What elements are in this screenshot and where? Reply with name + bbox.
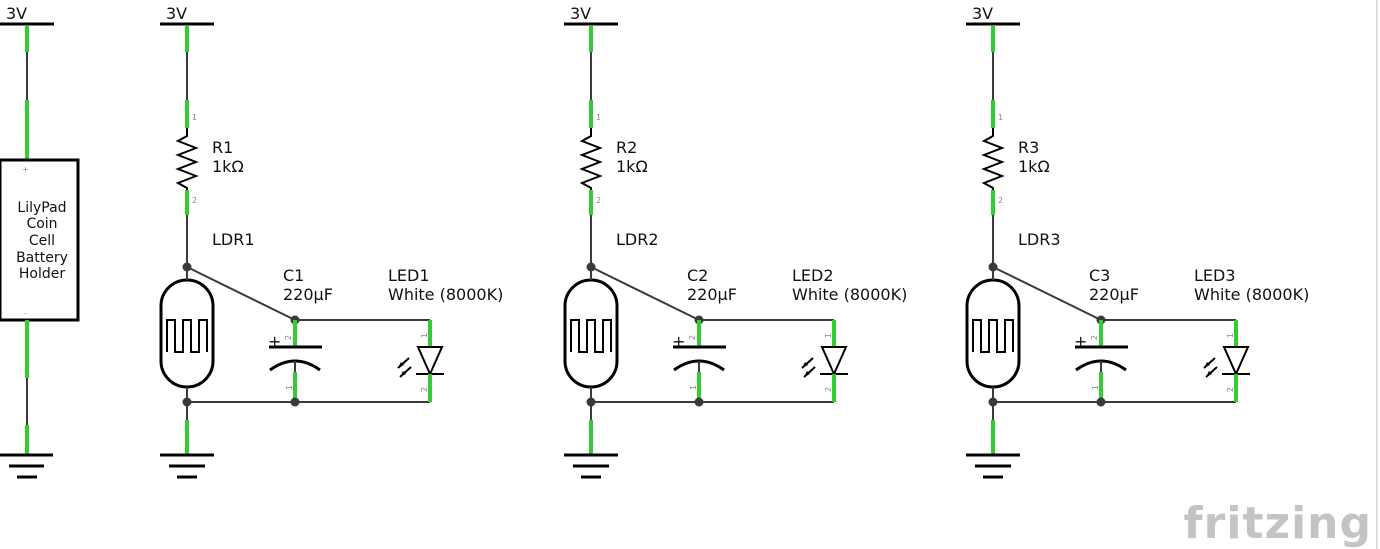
battery-label-line: Holder bbox=[19, 266, 65, 282]
led-pin-2: 2 bbox=[824, 387, 833, 392]
supply-label: 3V bbox=[972, 4, 993, 23]
supply-symbol: 3V bbox=[160, 4, 214, 26]
capacitor-value: 220µF bbox=[687, 285, 737, 304]
supply-symbol: 3V bbox=[564, 4, 618, 26]
battery-label-line: LilyPad bbox=[17, 200, 66, 216]
ground-symbol bbox=[966, 453, 1020, 479]
ldr-symbol bbox=[965, 278, 1021, 389]
led-ref: LED3 bbox=[1194, 266, 1236, 285]
capacitor-pin-2: 2 bbox=[284, 335, 293, 340]
ldr-symbol bbox=[563, 278, 619, 389]
led-value: White (8000K) bbox=[792, 285, 907, 304]
circuit-channel-1: 3V 1 2 R1 1kΩ LDR1 C1 220µF bbox=[159, 4, 503, 479]
capacitor-polarity: + bbox=[672, 332, 685, 351]
fritzing-watermark: fritzing bbox=[1184, 498, 1372, 549]
circuit-channel-3: 3V 1 2 R3 1kΩ LDR3 C3 220µF bbox=[965, 4, 1309, 479]
supply-label: 3V bbox=[166, 4, 187, 23]
led-pin-1: 1 bbox=[1226, 333, 1235, 338]
capacitor-pin-2: 2 bbox=[688, 335, 697, 340]
resistor-value: 1kΩ bbox=[616, 157, 648, 176]
resistor-ref: R1 bbox=[212, 138, 233, 157]
ldr-ref: LDR1 bbox=[212, 230, 255, 249]
resistor-pin-1: 1 bbox=[596, 113, 601, 122]
battery-pin-minus: - bbox=[24, 309, 27, 318]
battery-label-line: Cell bbox=[29, 233, 55, 249]
resistor-symbol bbox=[579, 128, 603, 190]
resistor-value: 1kΩ bbox=[1018, 157, 1050, 176]
battery-supply-symbol: 3V bbox=[0, 4, 54, 26]
led-symbol bbox=[397, 346, 444, 378]
ldr-symbol bbox=[159, 278, 215, 389]
led-symbol bbox=[801, 346, 848, 378]
led-value: White (8000K) bbox=[1194, 285, 1309, 304]
battery-holder bbox=[0, 158, 80, 322]
led-value: White (8000K) bbox=[388, 285, 503, 304]
capacitor-pin-1: 1 bbox=[689, 385, 698, 390]
capacitor-value: 220µF bbox=[283, 285, 333, 304]
resistor-pin-2: 2 bbox=[596, 196, 601, 205]
resistor-pin-1: 1 bbox=[192, 113, 197, 122]
capacitor-ref: C1 bbox=[283, 266, 304, 285]
resistor-value: 1kΩ bbox=[212, 157, 244, 176]
led-ref: LED1 bbox=[388, 266, 430, 285]
capacitor-ref: C2 bbox=[687, 266, 708, 285]
supply-symbol: 3V bbox=[966, 4, 1020, 26]
ldr-ref: LDR2 bbox=[616, 230, 659, 249]
battery-label-line: Coin bbox=[26, 216, 57, 232]
battery-pin-plus: + bbox=[22, 165, 29, 174]
capacitor-polarity: + bbox=[268, 332, 281, 351]
led-symbol bbox=[1203, 346, 1250, 378]
capacitor-pin-1: 1 bbox=[285, 385, 294, 390]
ground-symbol bbox=[564, 453, 618, 479]
ground-symbol bbox=[160, 453, 214, 479]
resistor-pin-2: 2 bbox=[998, 196, 1003, 205]
led-pin-1: 1 bbox=[824, 333, 833, 338]
capacitor-ref: C3 bbox=[1089, 266, 1110, 285]
resistor-ref: R2 bbox=[616, 138, 637, 157]
led-pin-2: 2 bbox=[1226, 387, 1235, 392]
circuit-channel-2: 3V 1 2 R2 1kΩ LDR2 C2 220µF bbox=[563, 4, 907, 479]
resistor-pin-1: 1 bbox=[998, 113, 1003, 122]
battery-label-line: Battery bbox=[16, 250, 68, 266]
capacitor-pin-1: 1 bbox=[1091, 385, 1100, 390]
capacitor-polarity: + bbox=[1074, 332, 1087, 351]
led-pin-1: 1 bbox=[420, 333, 429, 338]
resistor-symbol bbox=[175, 128, 199, 190]
battery-block: 3V + - LilyPad Coin Cell Battery Holder bbox=[0, 4, 80, 479]
ldr-ref: LDR3 bbox=[1018, 230, 1061, 249]
battery-supply-label: 3V bbox=[6, 4, 27, 23]
capacitor-pin-2: 2 bbox=[1090, 335, 1099, 340]
ground-symbol bbox=[0, 453, 53, 479]
capacitor-value: 220µF bbox=[1089, 285, 1139, 304]
resistor-ref: R3 bbox=[1018, 138, 1039, 157]
resistor-pin-2: 2 bbox=[192, 196, 197, 205]
supply-label: 3V bbox=[570, 4, 591, 23]
led-pin-2: 2 bbox=[420, 387, 429, 392]
led-ref: LED2 bbox=[792, 266, 834, 285]
resistor-symbol bbox=[981, 128, 1005, 190]
